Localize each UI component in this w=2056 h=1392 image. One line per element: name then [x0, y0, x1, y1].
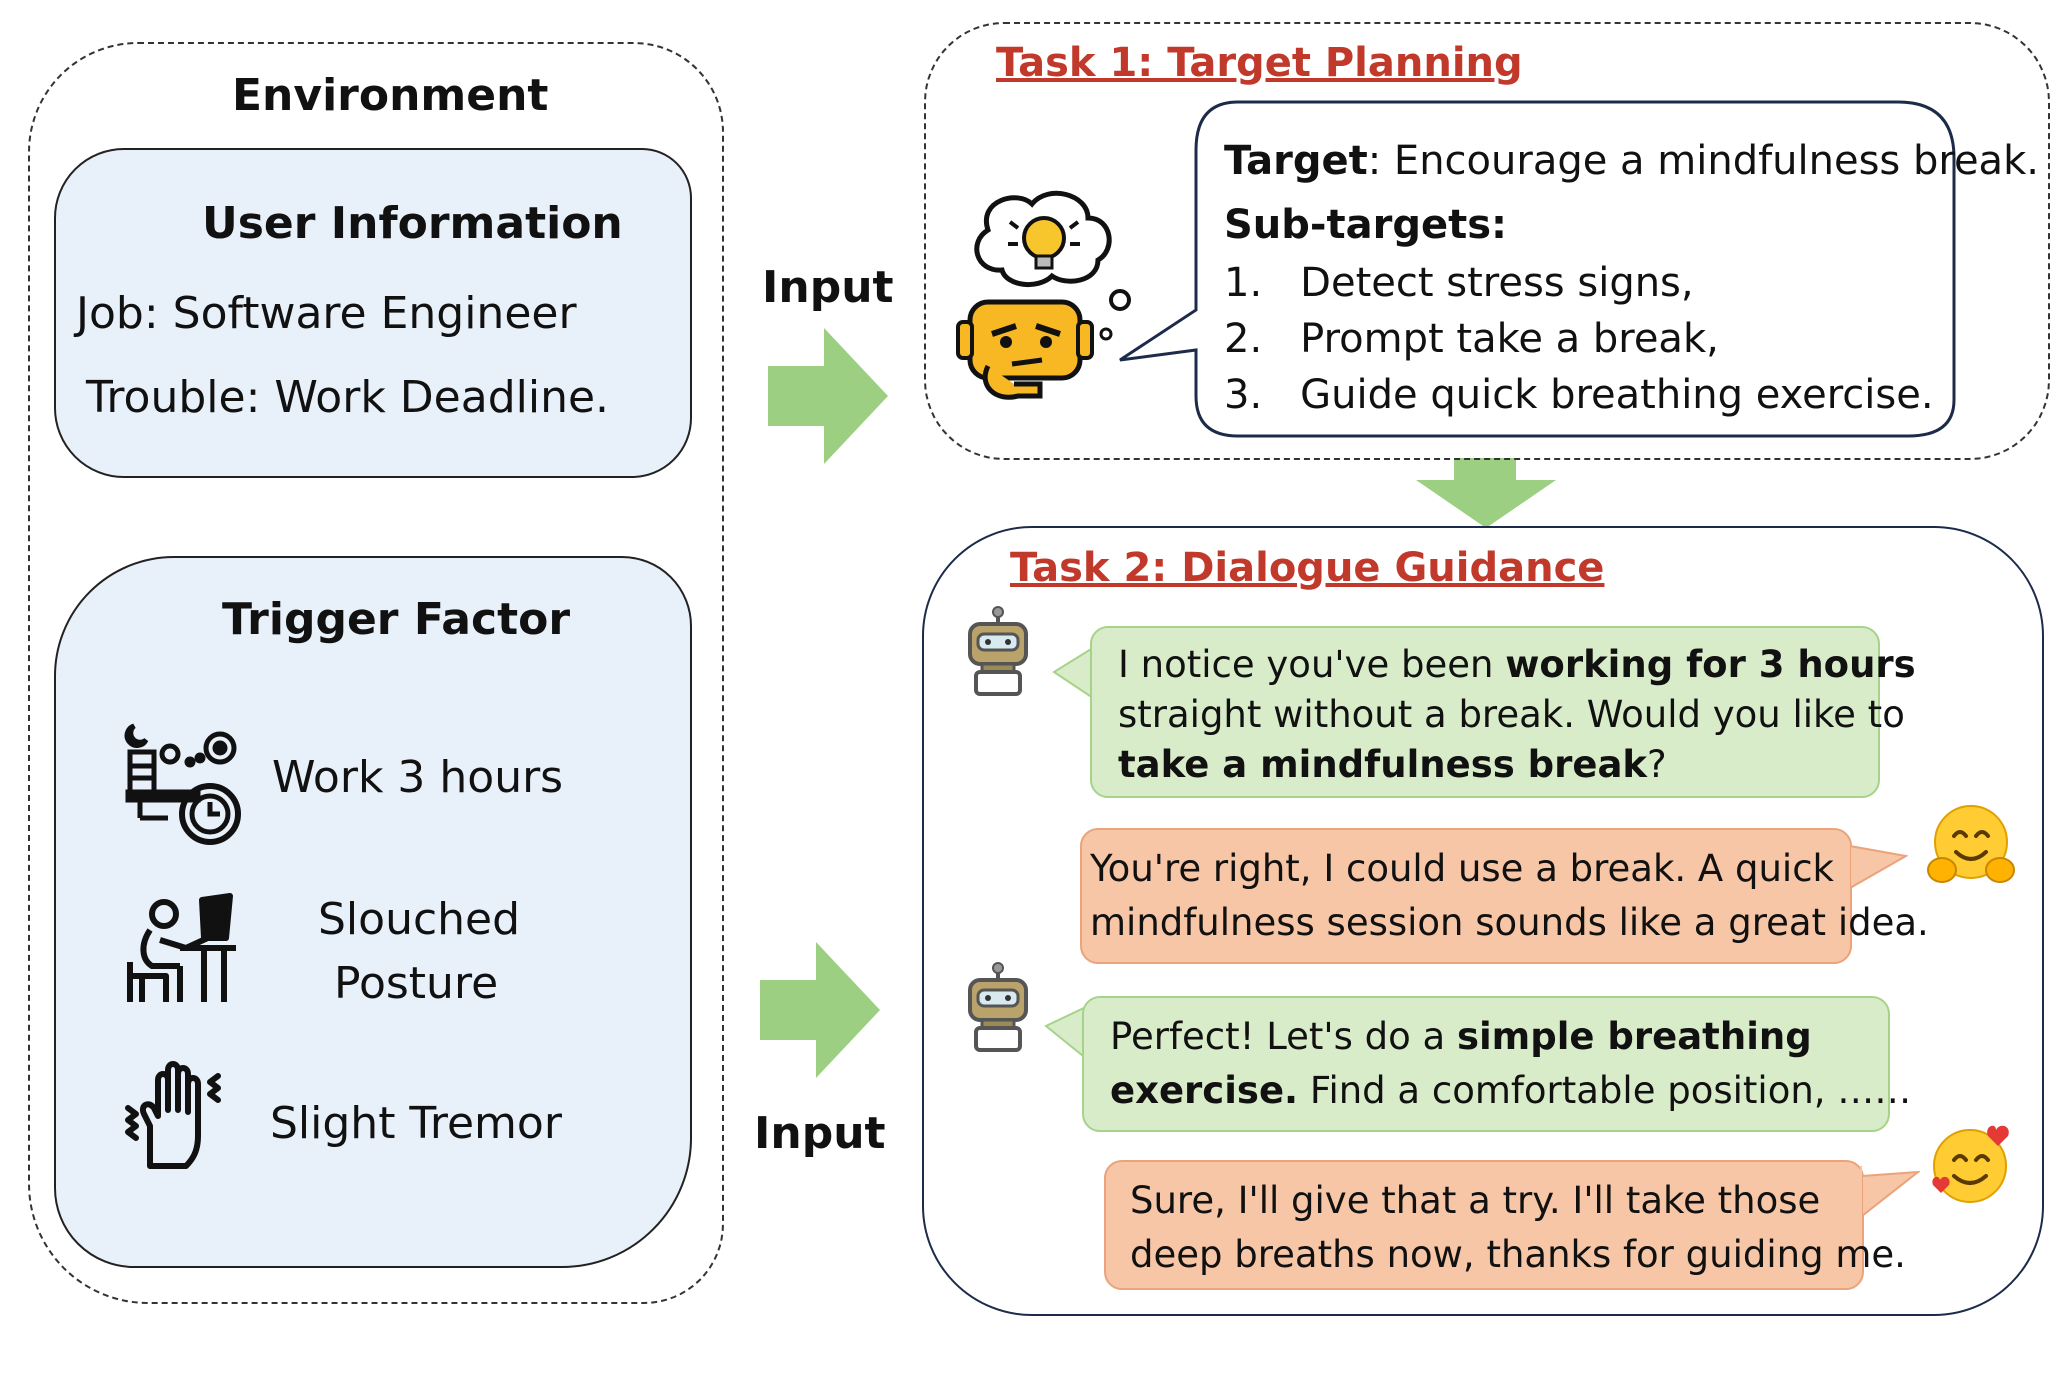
input-label-bottom: Input — [754, 1108, 886, 1159]
message-2-line2: mindfulness session sounds like a great … — [1090, 901, 1929, 944]
message-4-bubble: Sure, I'll give that a try. I'll take th… — [1104, 1160, 1906, 1290]
task1-speech-bubble — [1119, 100, 1956, 438]
message-4-tail — [1860, 1166, 1920, 1222]
task-down-arrow — [1416, 458, 1556, 528]
message-1-line3: take a mindfulness break? — [1118, 743, 1667, 786]
message-1-line1: I notice you've been working for 3 hours — [1118, 643, 1916, 686]
task1-subtargets-label: Sub-targets: — [1224, 202, 1508, 248]
message-3-line2: exercise. Find a comfortable position, …… — [1110, 1069, 1912, 1112]
robot-avatar-icon-2 — [968, 962, 1028, 1052]
robot-avatar-icon — [968, 606, 1028, 696]
thinking-robot-icon — [956, 190, 1131, 400]
trigger-slouched-line1: Slouched — [318, 894, 521, 945]
message-2-tail — [1848, 842, 1908, 898]
slouched-person-icon — [127, 893, 236, 1002]
trigger-work-hours: Work 3 hours — [272, 752, 564, 803]
user-job: Job: Software Engineer — [76, 288, 577, 339]
task1-title: Task 1: Target Planning — [996, 40, 1523, 86]
message-2-line1: You're right, I could use a break. A qui… — [1090, 847, 1834, 890]
shaking-hand-icon — [125, 1061, 221, 1169]
message-1-bubble: I notice you've been working for 3 hours… — [1090, 626, 1916, 798]
task1-target: Target: Encourage a mindfulness break. — [1224, 138, 2039, 184]
user-trouble: Trouble: Work Deadline. — [86, 372, 610, 423]
message-4-line2: deep breaths now, thanks for guiding me. — [1130, 1233, 1906, 1276]
message-1-line2: straight without a break. Would you like… — [1118, 693, 1905, 736]
message-3-line1: Perfect! Let's do a simple breathing — [1110, 1015, 1812, 1058]
trigger-slouched-line2: Posture — [334, 958, 499, 1009]
environment-panel — [28, 42, 724, 1304]
user-information-box — [54, 148, 692, 478]
input-label-top: Input — [762, 262, 894, 313]
hugging-face-emoji-icon — [1927, 805, 2015, 883]
smiling-hearts-emoji-icon — [1932, 1125, 2009, 1203]
task2-panel — [922, 526, 2044, 1316]
trigger-factor-box — [54, 556, 692, 1268]
task1-subtarget-2: 2.Prompt take a break, — [1224, 316, 1719, 362]
message-2-bubble: You're right, I could use a break. A qui… — [1080, 828, 1929, 964]
message-4-line1: Sure, I'll give that a try. I'll take th… — [1130, 1179, 1821, 1222]
task2-title: Task 2: Dialogue Guidance — [1010, 545, 1605, 591]
user-information-title: User Information — [202, 198, 623, 249]
task1-subtarget-3: 3.Guide quick breathing exercise. — [1224, 372, 1934, 418]
input-arrow-bottom — [760, 942, 880, 1078]
input-arrow-top — [768, 328, 888, 464]
message-3-bubble: Perfect! Let's do a simple breathing exe… — [1082, 996, 1912, 1132]
trigger-factor-title: Trigger Factor — [222, 594, 571, 645]
trigger-tremor: Slight Tremor — [270, 1098, 562, 1149]
environment-title: Environment — [232, 70, 549, 121]
task1-panel — [924, 22, 2050, 460]
task1-subtarget-1: 1.Detect stress signs, — [1224, 260, 1694, 306]
desk-clock-icon — [124, 723, 241, 845]
